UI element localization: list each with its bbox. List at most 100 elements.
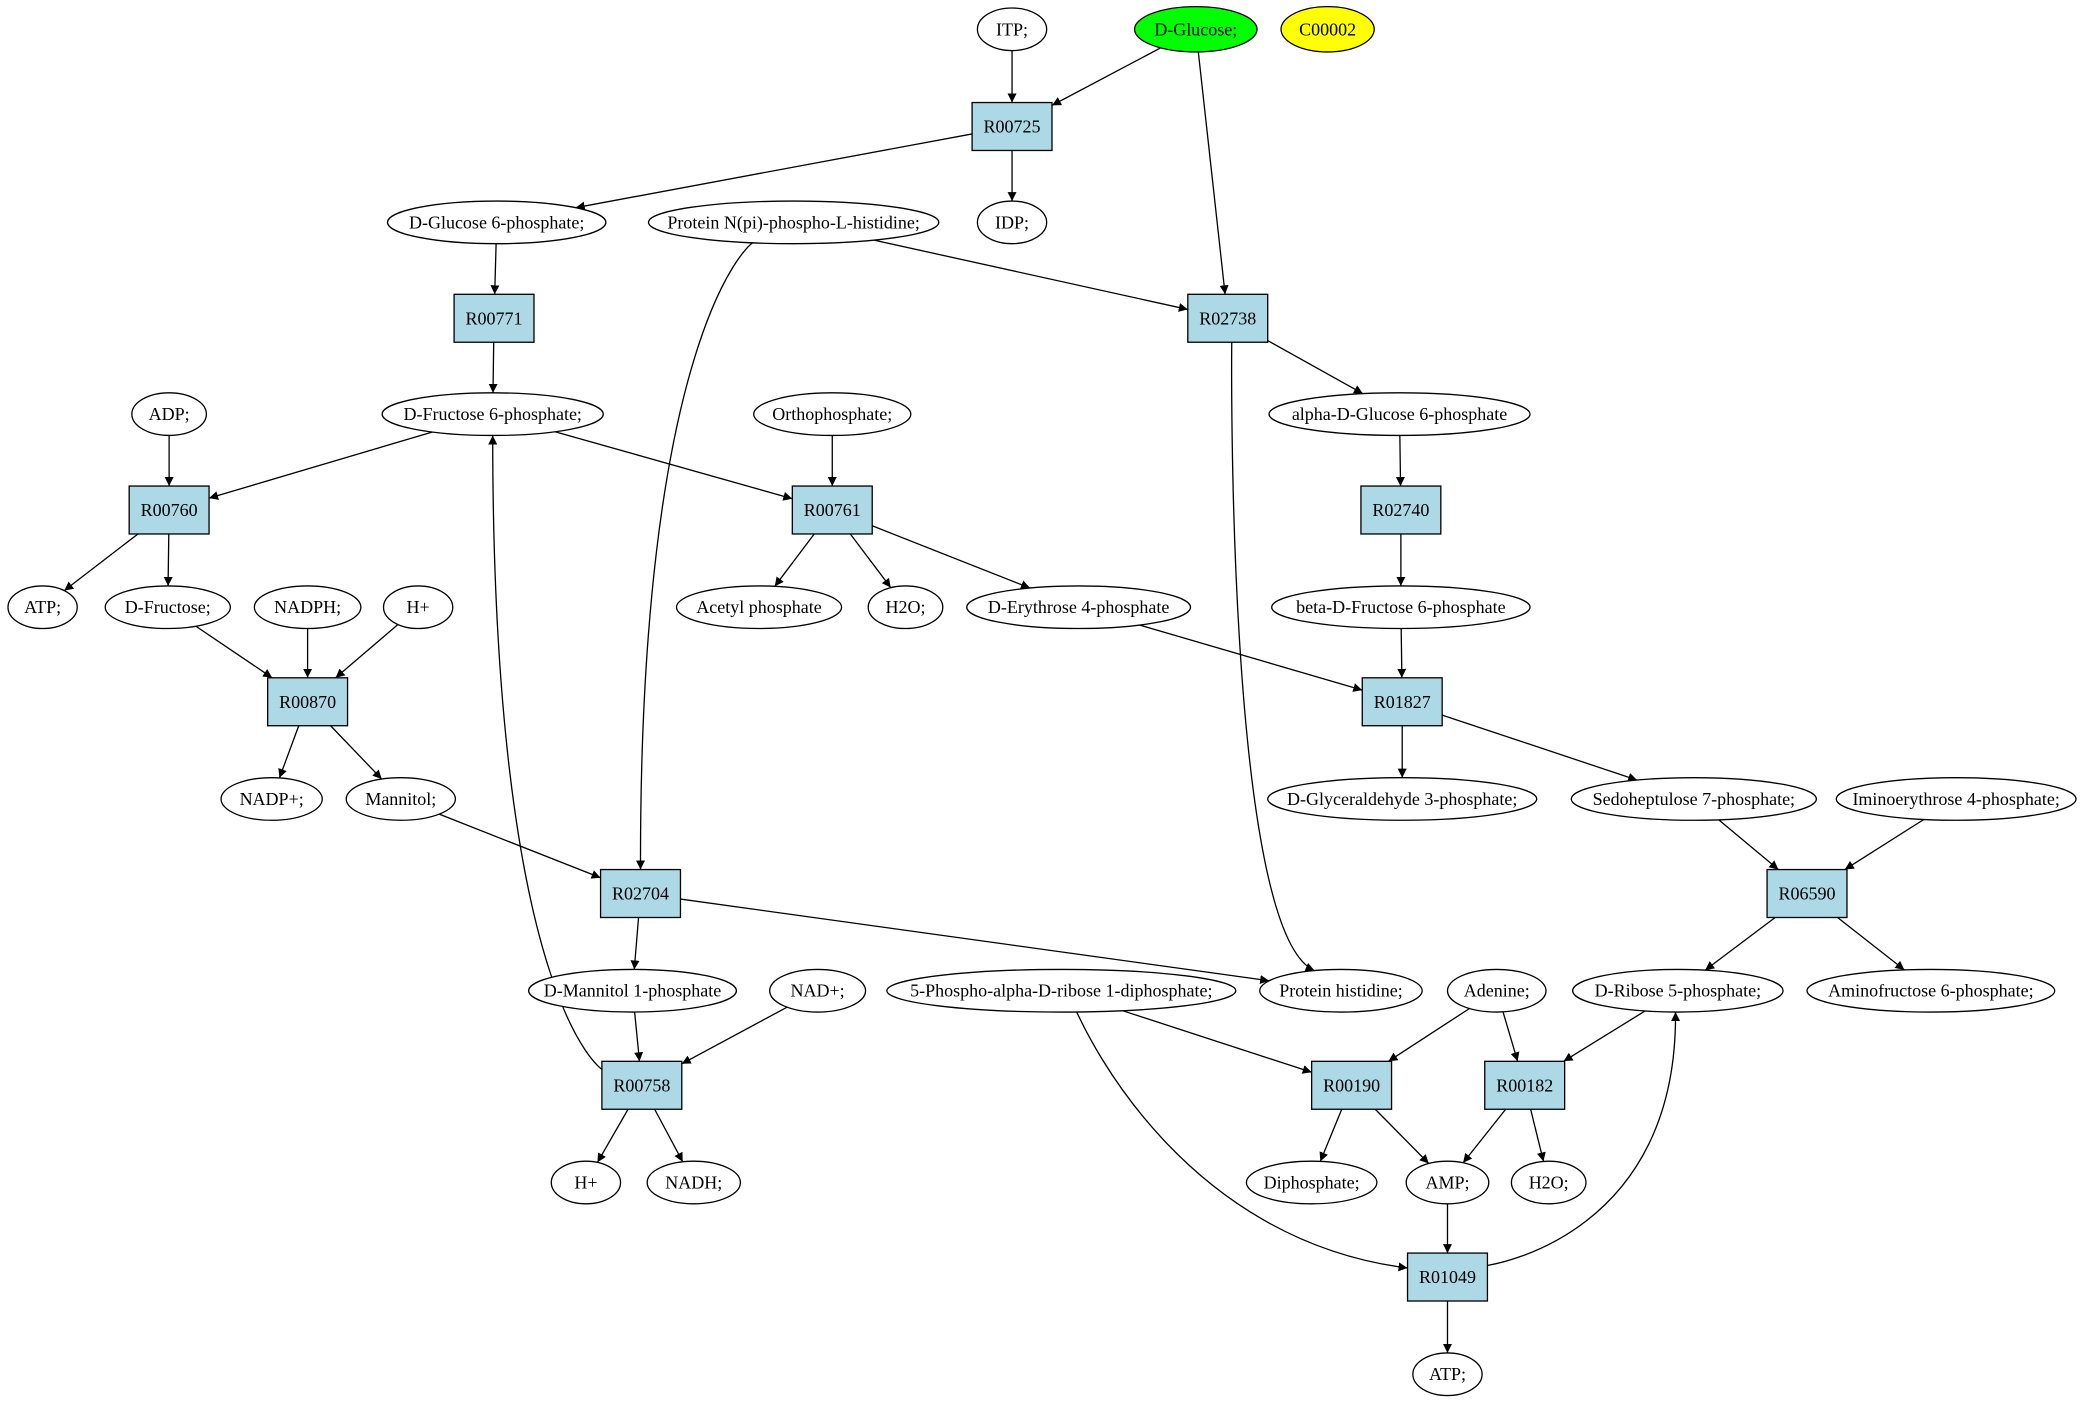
compound-ellipse — [1835, 777, 2077, 821]
reaction-node-r00771: R00771 — [453, 293, 535, 343]
compound-ellipse — [382, 585, 454, 630]
edge-adenine-to-r00190 — [1388, 1007, 1470, 1062]
node-label: R00758 — [613, 1075, 670, 1095]
reaction-box — [1311, 1060, 1393, 1110]
node-label: R02738 — [1199, 308, 1256, 328]
node-label: Aminofructose 6-phosphate; — [1828, 981, 2033, 1001]
node-label: R01827 — [1374, 692, 1431, 712]
edge-r00725-to-g6p — [575, 133, 973, 211]
compound-ellipse — [220, 777, 323, 821]
compound-ellipse — [528, 968, 738, 1013]
compound-ellipse — [345, 777, 457, 821]
edge-m1p-to-r00758 — [633, 1011, 644, 1062]
node-label: D-Glucose 6-phosphate; — [409, 212, 584, 232]
edge-f6p-to-r00761 — [554, 431, 793, 501]
compound-node-s7p: Sedoheptulose 7-phosphate; — [1570, 777, 1817, 821]
compound-node-af6p: Aminofructose 6-phosphate; — [1806, 968, 2056, 1013]
edge-r01049-to-r5p — [1487, 1012, 1681, 1267]
compound-ellipse — [646, 1160, 742, 1205]
edge-r00870-to-mannitol — [330, 725, 383, 780]
node-label: R00182 — [1496, 1075, 1553, 1095]
node-label: R00760 — [141, 500, 198, 520]
node-label: R06590 — [1779, 884, 1836, 904]
edge-nadplus-to-r00758 — [681, 1006, 788, 1065]
node-label: R00725 — [984, 117, 1041, 137]
node-label: NADPH; — [274, 597, 341, 617]
node-label: H+ — [407, 597, 430, 617]
compound-node-prothis: Protein histidine; — [1259, 968, 1423, 1013]
edge-s7p-to-r06590 — [1718, 819, 1779, 871]
node-label: Sedoheptulose 7-phosphate; — [1593, 789, 1795, 809]
node-label: H+ — [574, 1172, 597, 1192]
reaction-node-r00758: R00758 — [601, 1060, 683, 1110]
edge-dglucose-to-r00725 — [1051, 47, 1162, 106]
compound-node-hplus1: H+ — [382, 585, 454, 630]
node-label: 5-Phospho-alpha-D-ribose 1-diphosphate; — [910, 981, 1212, 1001]
edge-r00760-to-atp1 — [63, 533, 139, 592]
node-label: D-Mannitol 1-phosphate — [544, 981, 721, 1001]
compound-node-nadpplus: NADP+; — [220, 777, 323, 821]
edge-r00761-to-acetylp — [774, 533, 815, 587]
compound-node-bf6p: beta-D-Fructose 6-phosphate — [1271, 585, 1531, 630]
node-label: D-Glyceraldehyde 3-phosphate; — [1287, 789, 1517, 809]
compound-ellipse — [7, 585, 78, 630]
edge-r00758-to-hplus2 — [596, 1108, 629, 1163]
reaction-node-r00760: R00760 — [128, 485, 210, 535]
reaction-node-r06590: R06590 — [1766, 868, 1848, 919]
compound-node-m1p: D-Mannitol 1-phosphate — [528, 968, 738, 1013]
compound-node-dglucose: D-Glucose; — [1133, 6, 1258, 53]
reaction-node-r00870: R00870 — [267, 677, 349, 727]
edge-hplus1-to-r00870 — [335, 624, 399, 679]
node-label: D-Erythrose 4-phosphate — [988, 597, 1169, 617]
compound-ellipse — [381, 392, 604, 437]
compound-node-r5p: D-Ribose 5-phosphate; — [1572, 968, 1784, 1013]
compound-ellipse — [1267, 777, 1538, 821]
compound-ellipse — [131, 392, 208, 437]
reaction-box — [128, 485, 210, 535]
compound-ellipse — [550, 1160, 622, 1205]
edge-ie4p-to-r06590 — [1844, 818, 1925, 871]
node-label: Acetyl phosphate — [696, 597, 821, 617]
compound-node-adenine: Adenine; — [1446, 968, 1547, 1013]
compound-ellipse — [867, 585, 944, 630]
compound-node-g6p: D-Glucose 6-phosphate; — [386, 200, 607, 245]
edge-r5p-to-r00182 — [1563, 1010, 1646, 1062]
edge-r02704-to-prothis — [680, 898, 1270, 984]
compound-ellipse — [1570, 777, 1817, 821]
edge-r00190-to-diphosphate — [1319, 1109, 1343, 1162]
node-label: D-Fructose; — [125, 597, 211, 617]
reaction-box — [1361, 677, 1443, 727]
edge-g6p-to-r00771 — [490, 243, 500, 295]
node-label: R01049 — [1419, 1267, 1476, 1287]
node-label: Protein histidine; — [1279, 981, 1403, 1001]
edge-bf6p-to-r01827 — [1397, 628, 1407, 678]
reaction-node-r01049: R01049 — [1406, 1252, 1489, 1302]
node-label: R00771 — [466, 308, 523, 328]
compound-ellipse — [1259, 968, 1423, 1013]
node-label: D-Ribose 5-phosphate; — [1595, 981, 1761, 1001]
compound-ellipse — [1271, 585, 1531, 630]
compound-node-dfructose: D-Fructose; — [104, 585, 232, 630]
node-label: beta-D-Fructose 6-phosphate — [1296, 597, 1505, 617]
compound-ellipse — [1245, 1160, 1378, 1205]
compound-node-idp: IDP; — [976, 200, 1048, 245]
compound-node-itp: ITP; — [976, 7, 1048, 52]
edge-dglucose-to-r02738 — [1197, 51, 1229, 295]
node-label: ATP; — [1429, 1364, 1466, 1384]
node-label: Protein N(pi)-phospho-L-histidine; — [667, 212, 919, 233]
edge-r02704-to-m1p — [630, 917, 640, 970]
edge-r06590-to-r5p — [1704, 916, 1776, 971]
compound-ellipse — [976, 7, 1048, 52]
node-label: R00190 — [1323, 1075, 1380, 1095]
compound-ellipse — [966, 585, 1192, 630]
edge-r00190-to-amp — [1374, 1108, 1430, 1164]
reaction-box — [1187, 293, 1269, 343]
compound-ellipse — [769, 968, 867, 1013]
edge-r00182-to-h2o2 — [1529, 1109, 1546, 1162]
node-label: ADP; — [149, 404, 190, 424]
edge-f6p-to-r00760 — [208, 431, 433, 500]
compound-ellipse — [1412, 1352, 1483, 1397]
reaction-box — [971, 101, 1053, 152]
node-label: Adenine; — [1464, 981, 1530, 1001]
node-label: Iminoerythrose 4-phosphate; — [1852, 789, 2059, 809]
